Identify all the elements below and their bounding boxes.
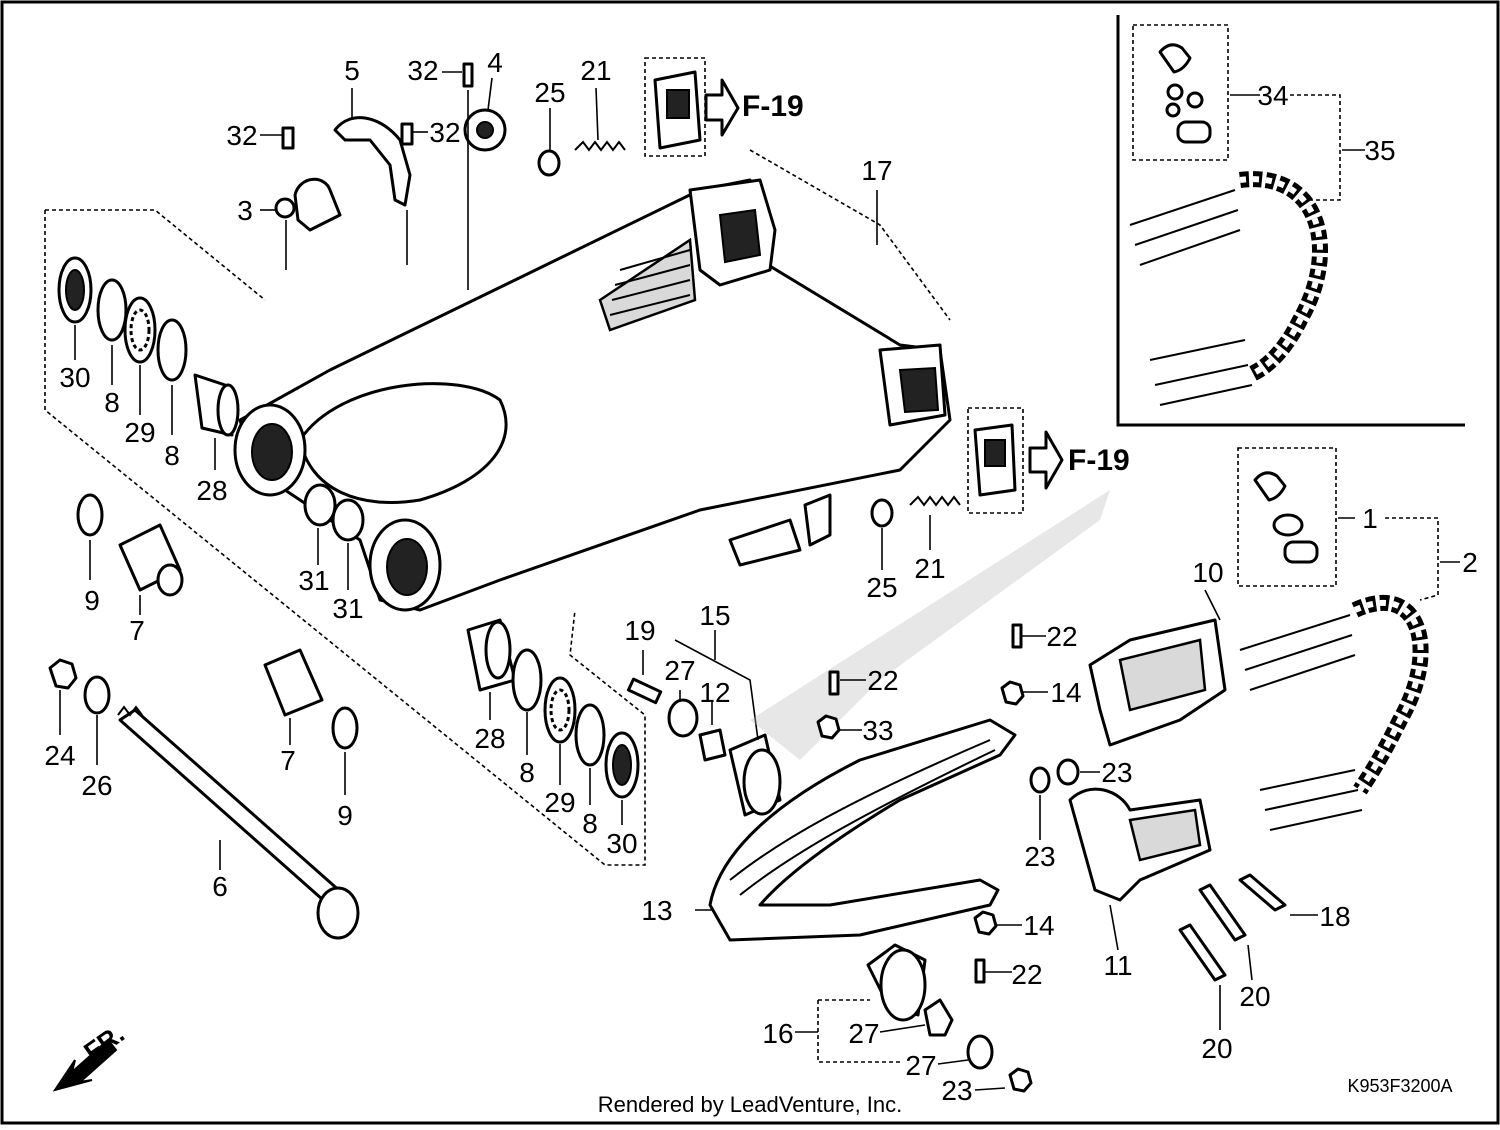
callout-4: 4	[487, 47, 503, 78]
callout-2: 2	[1462, 547, 1478, 578]
swingarm	[44, 149, 952, 866]
callout-25: 25	[534, 77, 565, 108]
callout-27: 27	[664, 655, 695, 686]
callout-30: 30	[606, 828, 637, 859]
callout-20: 20	[1239, 981, 1270, 1012]
callout-29: 29	[544, 787, 575, 818]
callout-11: 11	[1103, 950, 1132, 981]
callout-7: 7	[280, 745, 296, 776]
reference-f19-lower[interactable]: F-19	[1068, 444, 1130, 477]
callout-31: 31	[298, 565, 329, 596]
callout-28: 28	[474, 723, 505, 754]
callout-23: 23	[941, 1075, 972, 1106]
callout-22: 22	[867, 665, 898, 696]
callout-32: 32	[429, 117, 460, 148]
callout-17: 17	[861, 155, 892, 186]
callout-27: 27	[848, 1018, 879, 1049]
callout-23: 23	[1101, 757, 1132, 788]
callout-8: 8	[104, 387, 120, 418]
callout-8: 8	[519, 757, 535, 788]
callout-23: 23	[1024, 841, 1055, 872]
callout-3: 3	[237, 195, 253, 226]
callout-19: 19	[624, 615, 655, 646]
callout-20: 20	[1201, 1033, 1232, 1064]
callout-9: 9	[337, 800, 353, 831]
callout-34: 34	[1257, 80, 1288, 111]
callout-22: 22	[1011, 959, 1042, 990]
callout-26: 26	[81, 770, 112, 801]
diagram-code: K953F3200A	[1347, 1076, 1452, 1096]
callout-22: 22	[1046, 621, 1077, 652]
callout-28: 28	[196, 475, 227, 506]
callout-32: 32	[407, 55, 438, 86]
callout-labels: 5 32 4 25 21 32 32 3 17 30 8 29 8 28 9 7…	[44, 47, 1477, 1106]
callout-16: 16	[762, 1018, 793, 1049]
right-bearing-stack	[466, 618, 640, 799]
callout-21: 21	[914, 553, 945, 584]
callout-14: 14	[1050, 677, 1081, 708]
callout-6: 6	[212, 871, 228, 902]
callout-9: 9	[84, 585, 100, 616]
callout-30: 30	[59, 362, 90, 393]
footer-credit: Rendered by LeadVenture, Inc.	[598, 1092, 903, 1117]
callout-10: 10	[1192, 557, 1223, 588]
left-bearing-stack	[48, 256, 360, 940]
callout-33: 33	[862, 715, 893, 746]
callout-13: 13	[641, 895, 672, 926]
callout-18: 18	[1319, 901, 1350, 932]
callout-32: 32	[226, 120, 257, 151]
callout-1: 1	[1362, 503, 1378, 534]
chain-path-hatch	[750, 490, 1110, 760]
callout-7: 7	[129, 615, 145, 646]
callout-12: 12	[699, 677, 730, 708]
lower-roller	[795, 943, 994, 1070]
middle-fasteners	[695, 407, 1318, 1093]
callout-21: 21	[580, 55, 611, 86]
callout-8: 8	[582, 808, 598, 839]
callout-14: 14	[1023, 910, 1054, 941]
callout-24: 24	[44, 740, 75, 771]
chain-inset-box	[1116, 15, 1465, 427]
callout-29: 29	[124, 417, 155, 448]
reference-f19-top[interactable]: F-19	[742, 90, 804, 123]
callout-35: 35	[1364, 135, 1395, 166]
front-arrow-icon	[52, 1038, 118, 1092]
chain-guide	[1068, 589, 1287, 982]
callout-5: 5	[344, 55, 360, 86]
callout-8: 8	[164, 440, 180, 471]
roller-group	[626, 630, 782, 817]
chain-slider	[708, 718, 1017, 942]
callout-15: 15	[699, 600, 730, 631]
leaders-left	[59, 325, 713, 870]
callout-25: 25	[866, 572, 897, 603]
callout-27: 27	[905, 1050, 936, 1081]
chain-assembly	[1237, 447, 1460, 831]
figure-references: F-19 F-19	[742, 90, 1130, 477]
top-small-parts	[260, 57, 740, 290]
callout-31: 31	[332, 593, 363, 624]
